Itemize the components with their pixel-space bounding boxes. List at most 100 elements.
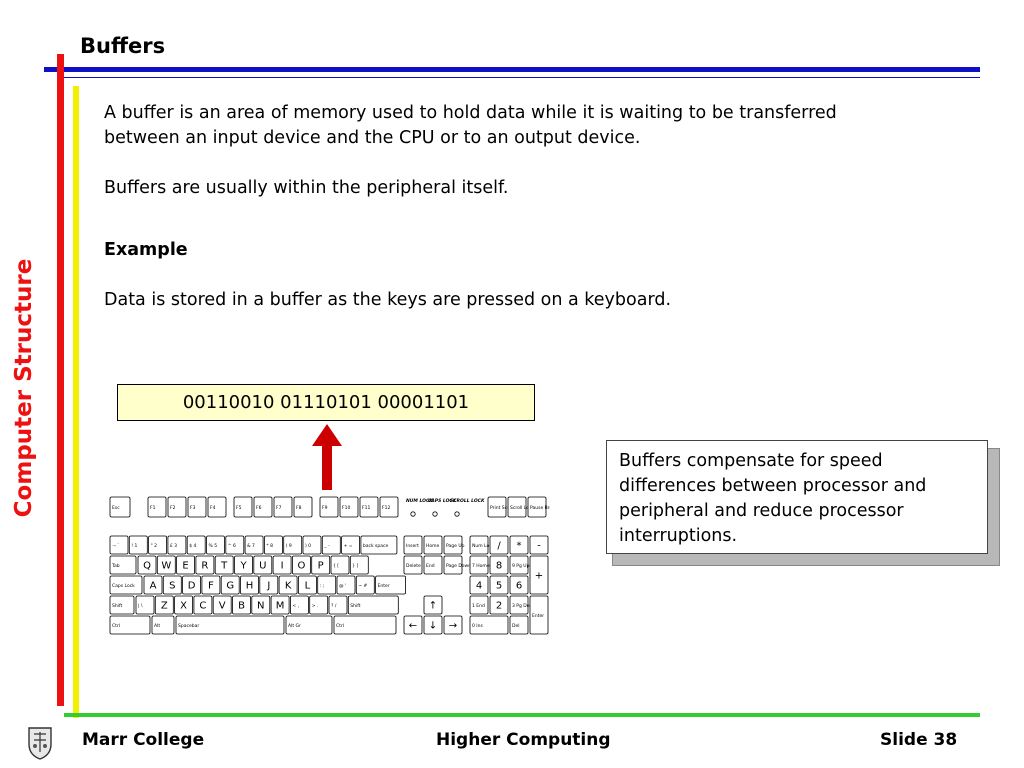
key-letter: M xyxy=(270,595,290,615)
key-letter: U xyxy=(253,555,273,575)
key-numpad: / xyxy=(489,535,509,555)
svg-text:} ]: } ] xyxy=(352,563,358,569)
key-numpad: * xyxy=(509,535,529,555)
key-letter: C xyxy=(193,595,213,615)
svg-text:Page Up: Page Up xyxy=(446,543,465,549)
key-letter: J xyxy=(259,575,279,595)
buffer-contents: 00110010 01110101 00001101 xyxy=(182,392,470,413)
svg-text:@ ': @ ' xyxy=(339,583,346,589)
svg-text:0 Ins: 0 Ins xyxy=(472,623,483,629)
key-number: $ 4 xyxy=(186,535,206,555)
key-letter: X xyxy=(174,595,193,615)
svg-text:S: S xyxy=(169,581,175,592)
key-letter: | \ xyxy=(135,595,155,615)
footer-course: Higher Computing xyxy=(436,730,611,750)
key-numpad: 2 xyxy=(489,595,509,615)
key-numpad: 4 xyxy=(469,575,489,595)
lock-label: CAPS LOCK xyxy=(428,498,457,504)
svg-text:U: U xyxy=(259,561,266,572)
key-fkey: Esc xyxy=(109,496,131,518)
svg-text:Caps Lock: Caps Lock xyxy=(112,583,135,589)
svg-text:F3: F3 xyxy=(190,505,196,511)
key-letter: G xyxy=(220,575,240,595)
svg-text:Enter: Enter xyxy=(378,583,390,589)
svg-text:F8: F8 xyxy=(296,505,302,511)
svg-text:) 0: ) 0 xyxy=(305,543,311,549)
key-number: ) 0 xyxy=(302,535,322,555)
svg-text:< ,: < , xyxy=(292,603,299,609)
key-nav: Page Up xyxy=(443,535,465,555)
key-shift: Shift xyxy=(347,595,399,615)
svg-text:4: 4 xyxy=(476,581,482,592)
key-nav: Home xyxy=(423,535,443,555)
svg-text:Ctrl: Ctrl xyxy=(112,623,120,629)
svg-text:End: End xyxy=(426,563,435,569)
svg-text:E: E xyxy=(182,561,188,572)
key-space-row: Alt xyxy=(151,615,175,635)
svg-text:←: ← xyxy=(409,621,417,632)
svg-text:" 2: " 2 xyxy=(151,543,158,549)
key-fkey: F8 xyxy=(293,496,313,518)
svg-text:9 Pg Up: 9 Pg Up xyxy=(512,563,530,569)
buffer-contents-box: 00110010 01110101 00001101 xyxy=(117,384,535,421)
key-number: " 2 xyxy=(148,535,167,555)
svg-text:F1: F1 xyxy=(150,505,156,511)
svg-text:Delete: Delete xyxy=(406,563,421,569)
svg-text:$ 4: $ 4 xyxy=(189,543,196,549)
key-letter: S xyxy=(162,575,182,595)
key-letter: E xyxy=(176,555,195,575)
key-number: % 5 xyxy=(206,535,225,555)
svg-text:% 5: % 5 xyxy=(209,543,218,549)
svg-text:C: C xyxy=(199,601,206,612)
svg-text:F2: F2 xyxy=(170,505,176,511)
svg-text:↑: ↑ xyxy=(429,601,437,612)
key-fkey: F3 xyxy=(187,496,207,518)
note-box: Buffers compensate for speed differences… xyxy=(606,440,988,554)
key-number: _ - xyxy=(321,535,341,555)
key-letter: N xyxy=(251,595,271,615)
key-letter: H xyxy=(240,575,259,595)
key-numpad: 6 xyxy=(509,575,529,595)
footer-rule xyxy=(64,713,980,717)
svg-text:B: B xyxy=(238,601,245,612)
key-number: + = xyxy=(341,535,361,555)
svg-text:P: P xyxy=(318,561,324,572)
svg-text:1 End: 1 End xyxy=(472,603,485,609)
key-letter: L xyxy=(297,575,317,595)
svg-text:M: M xyxy=(276,601,285,612)
svg-text:Pause Break: Pause Break xyxy=(530,505,550,511)
key-fkey: F4 xyxy=(207,496,227,518)
svg-text:F11: F11 xyxy=(362,505,370,511)
svg-text:+: + xyxy=(535,571,543,582)
key-numpad: 8 xyxy=(489,555,509,575)
key-space-row: Ctrl xyxy=(109,615,151,635)
key-arrow: ← xyxy=(403,615,423,635)
key-numpad: 3 Pg Dn xyxy=(509,595,530,615)
key-letter: P xyxy=(311,555,331,575)
key-tab: Tab xyxy=(109,555,137,575)
key-letter: T xyxy=(214,555,234,575)
key-numpad: Num Lock xyxy=(469,535,495,555)
svg-text:5: 5 xyxy=(496,581,502,592)
lock-light-icon xyxy=(454,511,460,517)
footer-school: Marr College xyxy=(82,730,205,750)
svg-text:6: 6 xyxy=(516,581,522,592)
svg-text:F4: F4 xyxy=(210,505,216,511)
key-sys: Pause Break xyxy=(527,496,550,518)
svg-text:2: 2 xyxy=(496,601,502,612)
example-heading: Example xyxy=(104,240,188,260)
key-nav: Delete xyxy=(403,555,423,575)
svg-text:O: O xyxy=(297,561,305,572)
svg-text:Shift: Shift xyxy=(112,603,122,609)
svg-text:? /: ? / xyxy=(331,603,337,609)
svg-text:back space: back space xyxy=(363,543,389,549)
svg-text:T: T xyxy=(220,561,228,572)
svg-text:Esc: Esc xyxy=(112,505,120,511)
key-letter: I xyxy=(272,555,292,575)
svg-text:Q: Q xyxy=(143,561,151,572)
key-numpad: 0 Ins xyxy=(469,615,509,635)
svg-text:| \: | \ xyxy=(138,603,143,609)
svg-text:_ -: _ - xyxy=(323,544,330,549)
svg-text:A: A xyxy=(150,581,157,592)
